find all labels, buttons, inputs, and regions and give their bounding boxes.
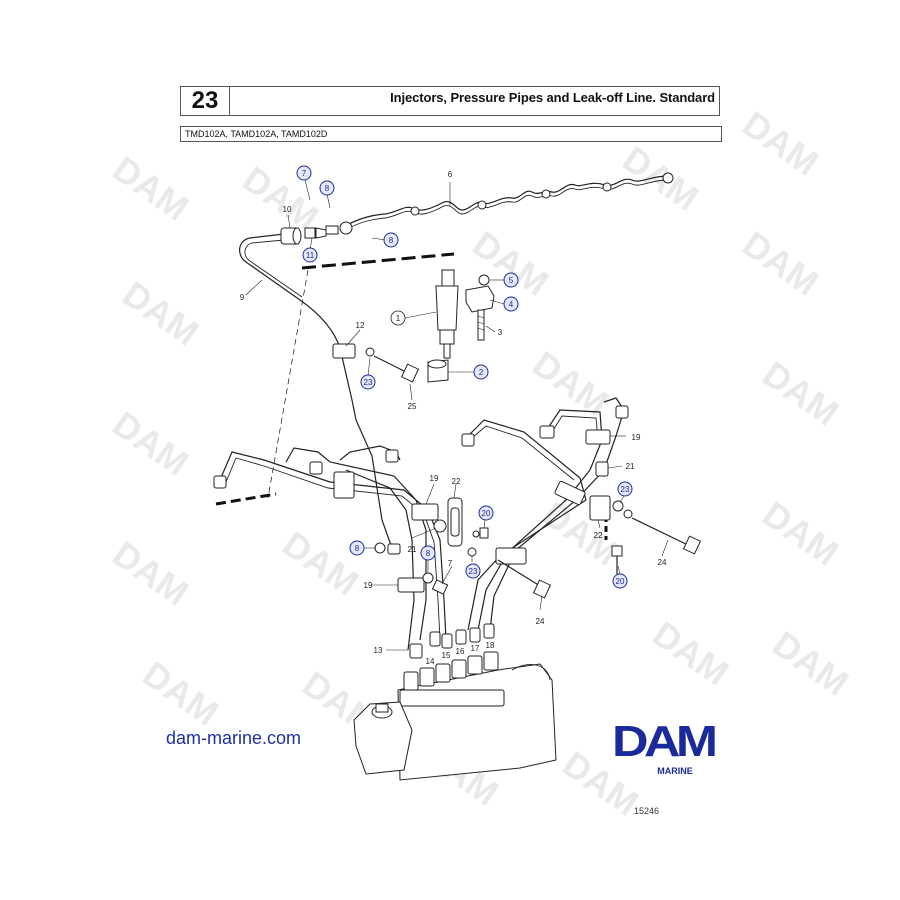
callout-24a: 24 [536,617,545,626]
callout-13: 13 [374,646,383,655]
callout-6: 6 [448,170,453,179]
callout-21b: 21 [626,462,635,471]
callout-12: 12 [356,321,365,330]
figure-number: 15246 [634,806,660,816]
callout-7b: 7 [448,559,453,568]
watermark: DAM [755,493,846,574]
bolt-clamp [332,343,420,421]
watermark: DAM [615,138,706,219]
watermark: DAM [105,403,196,484]
watermark: DAM [105,148,196,229]
callout-18: 18 [486,641,495,650]
callout-9: 9 [240,293,245,302]
leak-off-line [339,172,674,235]
watermark: DAM [535,493,626,574]
watermark: DAM [105,533,196,614]
callout-4: 4 [509,300,514,309]
callout-24b: 24 [658,558,667,567]
watermark: DAM [645,613,736,694]
callout-23b: 23 [469,567,478,576]
callout-5: 5 [509,276,514,285]
injection-pump [353,623,557,781]
callout-19b: 19 [430,474,439,483]
watermark: DAM [275,523,366,604]
watermark: DAM [735,223,826,304]
callout-23a: 23 [364,378,373,387]
callout-19a: 19 [364,581,373,590]
dam-marine-logo: DAM MARINE [612,720,738,777]
watermark: DAM [135,653,226,734]
callout-1: 1 [396,314,401,323]
callout-14: 14 [426,657,435,666]
callout-8: 8 [325,184,330,193]
callout-22b: 22 [594,531,603,540]
callout-3: 3 [498,328,503,337]
watermark: DAM [755,353,846,434]
website-link[interactable]: dam-marine.com [166,728,302,748]
callout-19c: 19 [632,433,641,442]
leader-lines [245,179,669,651]
callout-8c: 8 [355,544,360,553]
page-title: Injectors, Pressure Pipes and Leak-off L… [390,90,715,105]
left-pipe-group [213,419,489,651]
callout-8d: 8 [426,549,431,558]
callout-10: 10 [283,205,292,214]
logo-main: DAM [612,717,718,766]
logo-sub: MARINE [657,766,693,776]
model-list: TMD102A, TAMD102A, TAMD102D [180,126,722,142]
watermark: DAM [235,158,326,239]
return-pipe [239,225,341,349]
callout-20b: 20 [616,577,625,586]
engine-outline [215,252,608,540]
callout-17: 17 [471,644,480,653]
callout-23c: 23 [621,485,630,494]
callout-11: 11 [306,251,315,260]
right-pipe-group [461,397,702,631]
header-box: 23 Injectors, Pressure Pipes and Leak-of… [180,86,720,116]
callout-15: 15 [442,651,451,660]
watermark: DAM [765,623,856,704]
callout-2: 2 [479,368,484,377]
callouts: 1 2 3 4 5 6 7 8 8 9 10 11 12 23 25 13 14… [240,165,667,666]
watermark: DAM [735,103,826,184]
callout-22a: 22 [452,477,461,486]
callout-8b: 8 [389,236,394,245]
callout-20a: 20 [482,509,491,518]
callout-7: 7 [302,169,307,178]
callout-21a: 21 [408,545,417,554]
watermark: DAM [525,343,616,424]
page-number: 23 [181,87,230,115]
injector [427,269,495,383]
callout-25: 25 [408,402,417,411]
watermark: DAM [115,273,206,354]
callout-16: 16 [456,647,465,656]
